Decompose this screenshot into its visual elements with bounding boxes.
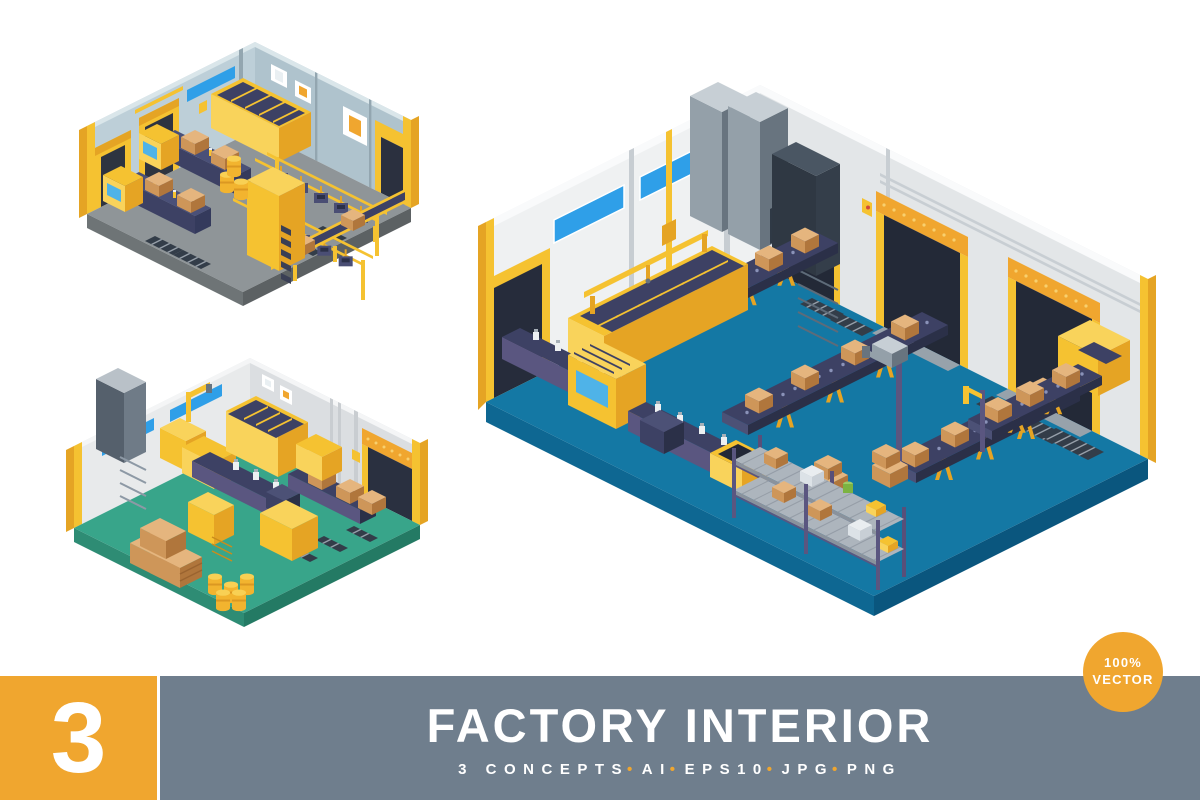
concept-count-block: 3: [0, 676, 157, 800]
robot-arm: [862, 336, 908, 464]
subtitle-dot: •: [766, 761, 780, 778]
storage-shelf: [732, 435, 906, 590]
belt-line-c: [968, 363, 1102, 440]
factory-illustration-concept-3: [478, 82, 1156, 616]
subtitle-part: EPS10: [684, 761, 769, 778]
conveyor-line-2: [103, 166, 211, 234]
vector-badge-line1: 100%: [1103, 655, 1143, 671]
robot-arm-station: [160, 382, 236, 489]
vector-badge-line2: VECTOR: [1092, 672, 1154, 687]
dock-conveyor: [288, 434, 386, 524]
right-wall-details: [271, 64, 419, 208]
product-subtitle: 3 CONCEPTS•AI•EPS10•JPG•PNG: [458, 761, 902, 778]
tall-cabinet: [247, 167, 305, 284]
title-banner: FACTORY INTERIOR 3 CONCEPTS•AI•EPS10•JPG…: [160, 676, 1200, 800]
assembly-machine: [211, 78, 311, 162]
factory-illustration-concept-2: [66, 358, 428, 627]
subtitle-dot: •: [669, 761, 683, 778]
subtitle-dot: •: [627, 761, 640, 778]
hook-arm: [963, 386, 985, 452]
subtitle-part: JPG: [781, 761, 835, 778]
subtitle-dot: •: [832, 761, 845, 778]
front-items: [130, 492, 318, 612]
server-cabinet: [96, 368, 147, 510]
subtitle-part: 3 CONCEPTS: [458, 761, 630, 778]
product-title: FACTORY INTERIOR: [426, 699, 934, 752]
dark-crate: [640, 410, 684, 454]
vector-badge: 100% VECTOR: [1083, 632, 1163, 712]
barrels: [220, 155, 248, 201]
concept-count: 3: [50, 682, 107, 794]
subtitle-part: AI: [641, 761, 672, 778]
subtitle-part: PNG: [846, 761, 902, 778]
factory-illustration-concept-1: [79, 42, 419, 306]
